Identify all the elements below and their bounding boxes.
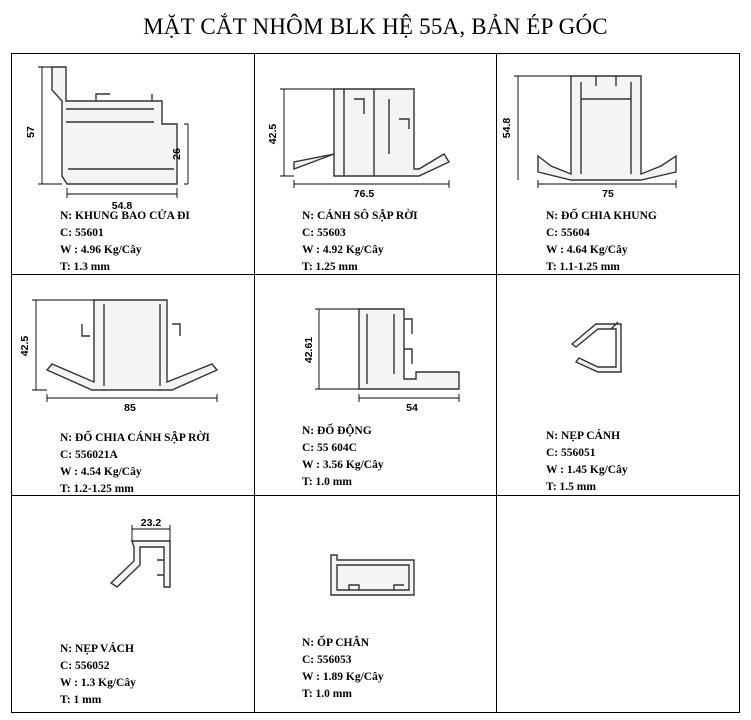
profile-cell-556021A: 42.5 85 N: ĐỐ CHIA CÁNH SẬP RỜI C: 55602… xyxy=(12,274,254,495)
profile-cell-55601: 57 26 54.8 N: KHUNG BAO CỬA ĐI C: 55601 … xyxy=(12,54,254,274)
grid-divider xyxy=(12,495,739,496)
profile-name: N: CÁNH SÔ SẬP RỜI xyxy=(302,210,418,222)
profile-name: N: NẸP VÁCH xyxy=(60,643,134,655)
profile-name: N: ĐỐ ĐỘNG xyxy=(302,425,372,437)
profile-code: C: 556021A xyxy=(60,449,118,461)
profile-info: N: KHUNG BAO CỬA ĐI C: 55601 W : 4.96 Kg… xyxy=(60,208,190,276)
profile-code: C: 55 604C xyxy=(302,442,357,454)
profile-cell-55604: 54.8 75 N: ĐỐ CHIA KHUNG C: 55604 W : 4.… xyxy=(496,54,741,274)
page-title: MẶT CẮT NHÔM BLK HỆ 55A, BẢN ÉP GÓC xyxy=(143,14,608,39)
profile-thickness: T: 1.3 mm xyxy=(60,261,110,273)
dim-width: 75 xyxy=(602,188,614,200)
profile-thickness: T: 1.2-1.25 mm xyxy=(60,483,134,495)
profile-thickness: T: 1.5 mm xyxy=(546,481,596,493)
profile-drawing-55603: 42.5 76.5 xyxy=(267,88,451,200)
profile-drawing-55604: 54.8 75 xyxy=(501,75,677,200)
profile-weight: W : 4.54 Kg/Cây xyxy=(60,466,142,478)
profile-drawing-556053 xyxy=(330,554,415,596)
profile-weight: W : 1.89 Kg/Cây xyxy=(302,671,384,683)
dim-width: 76.5 xyxy=(354,188,375,200)
empty-cell xyxy=(496,495,741,714)
profile-weight: W : 4.64 Kg/Cây xyxy=(546,244,628,256)
profile-name: N: ĐỐ CHIA KHUNG xyxy=(546,210,657,222)
profile-cell-55604C: 42.61 54 N: ĐỐ ĐỘNG C: 55 604C W : 3.56 … xyxy=(254,274,496,495)
dim-height: 42.5 xyxy=(267,124,279,145)
profile-drawing-55604C: 42.61 54 xyxy=(303,308,460,414)
dim-width: 54 xyxy=(406,402,418,414)
profile-weight: W : 1.45 Kg/Cây xyxy=(546,464,628,476)
profile-code: C: 556052 xyxy=(60,660,110,672)
profile-cell-556052: 23.2 N: NẸP VÁCH C: 556052 W : 1.3 Kg/Câ… xyxy=(12,495,254,714)
profile-name: N: KHUNG BAO CỬA ĐI xyxy=(60,210,190,222)
dim-width: 54.8 xyxy=(112,200,133,212)
dim-height-inner: 26 xyxy=(171,148,183,160)
dim-height: 54.8 xyxy=(501,118,513,139)
profile-drawing-55601: 57 26 54.8 xyxy=(25,66,189,212)
profile-weight: W : 4.92 Kg/Cây xyxy=(302,244,384,256)
profile-code: C: 55603 xyxy=(302,227,346,239)
profile-thickness: T: 1.1-1.25 mm xyxy=(546,261,620,273)
profile-drawing-556052: 23.2 xyxy=(109,517,171,588)
profile-code: C: 55604 xyxy=(546,227,590,239)
profile-info: N: ĐỐ CHIA KHUNG C: 55604 W : 4.64 Kg/Câ… xyxy=(546,208,657,276)
profile-thickness: T: 1.0 mm xyxy=(302,476,352,488)
profile-code: C: 556051 xyxy=(546,447,596,459)
dim-width: 85 xyxy=(124,402,136,414)
profile-cell-556053: N: ỐP CHÂN C: 556053 W : 1.89 Kg/Cây T: … xyxy=(254,495,496,714)
profile-cell-55603: 42.5 76.5 N: CÁNH SÔ SẬP RỜI C: 55603 W … xyxy=(254,54,496,274)
profile-info: N: ĐỐ ĐỘNG C: 55 604C W : 3.56 Kg/Cây T:… xyxy=(302,423,384,491)
dim-height: 42.61 xyxy=(303,337,315,363)
profile-thickness: T: 1.25 mm xyxy=(302,261,358,273)
profile-code: C: 55601 xyxy=(60,227,104,239)
grid-divider xyxy=(12,274,739,275)
profile-thickness: T: 1 mm xyxy=(60,694,102,706)
profile-drawing-556021A: 42.5 85 xyxy=(19,299,219,414)
dim-height: 42.5 xyxy=(19,336,31,357)
profile-info: N: NẸP CÁNH C: 556051 W : 1.45 Kg/Cây T:… xyxy=(546,428,628,496)
profile-grid: 57 26 54.8 N: KHUNG BAO CỬA ĐI C: 55601 … xyxy=(11,53,740,713)
profile-info: N: ỐP CHÂN C: 556053 W : 1.89 Kg/Cây T: … xyxy=(302,635,384,703)
profile-name: N: NẸP CÁNH xyxy=(546,430,621,442)
profile-cell-556051: N: NẸP CÁNH C: 556051 W : 1.45 Kg/Cây T:… xyxy=(496,274,741,495)
profile-code: C: 556053 xyxy=(302,654,352,666)
profile-weight: W : 1.3 Kg/Cây xyxy=(60,677,136,689)
profile-info: N: NẸP VÁCH C: 556052 W : 1.3 Kg/Cây T: … xyxy=(60,641,136,709)
grid-divider xyxy=(254,54,255,712)
profile-info: N: ĐỐ CHIA CÁNH SẬP RỜI C: 556021A W : 4… xyxy=(60,430,210,498)
profile-info: N: CÁNH SÔ SẬP RỜI C: 55603 W : 4.92 Kg/… xyxy=(302,208,418,276)
dim-width: 23.2 xyxy=(141,517,162,529)
profile-name: N: ĐỐ CHIA CÁNH SẬP RỜI xyxy=(60,432,210,444)
grid-divider xyxy=(496,54,497,712)
profile-drawing-556051 xyxy=(570,321,622,373)
profile-weight: W : 4.96 Kg/Cây xyxy=(60,244,142,256)
dim-height: 57 xyxy=(25,126,37,138)
profile-name: N: ỐP CHÂN xyxy=(302,637,370,649)
profile-weight: W : 3.56 Kg/Cây xyxy=(302,459,384,471)
profile-thickness: T: 1.0 mm xyxy=(302,688,352,700)
